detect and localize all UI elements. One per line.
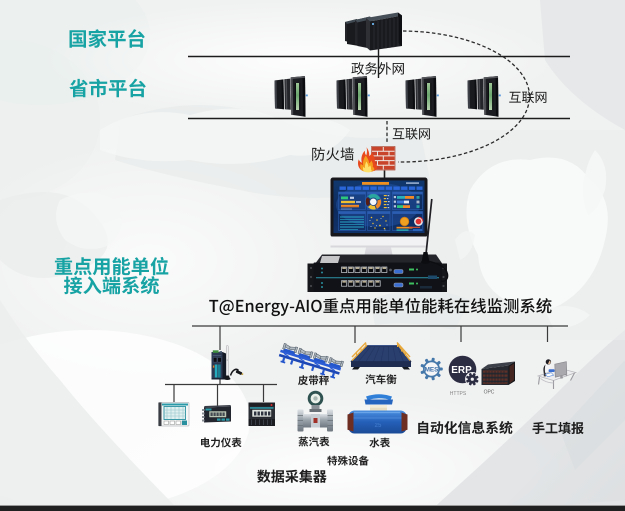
svg-text:HTTPS: HTTPS (450, 391, 467, 397)
svg-text:MES: MES (425, 366, 440, 373)
svg-text:25: 25 (375, 423, 382, 429)
svg-text:ERP: ERP (451, 365, 472, 376)
svg-text:OPC: OPC (484, 390, 495, 396)
